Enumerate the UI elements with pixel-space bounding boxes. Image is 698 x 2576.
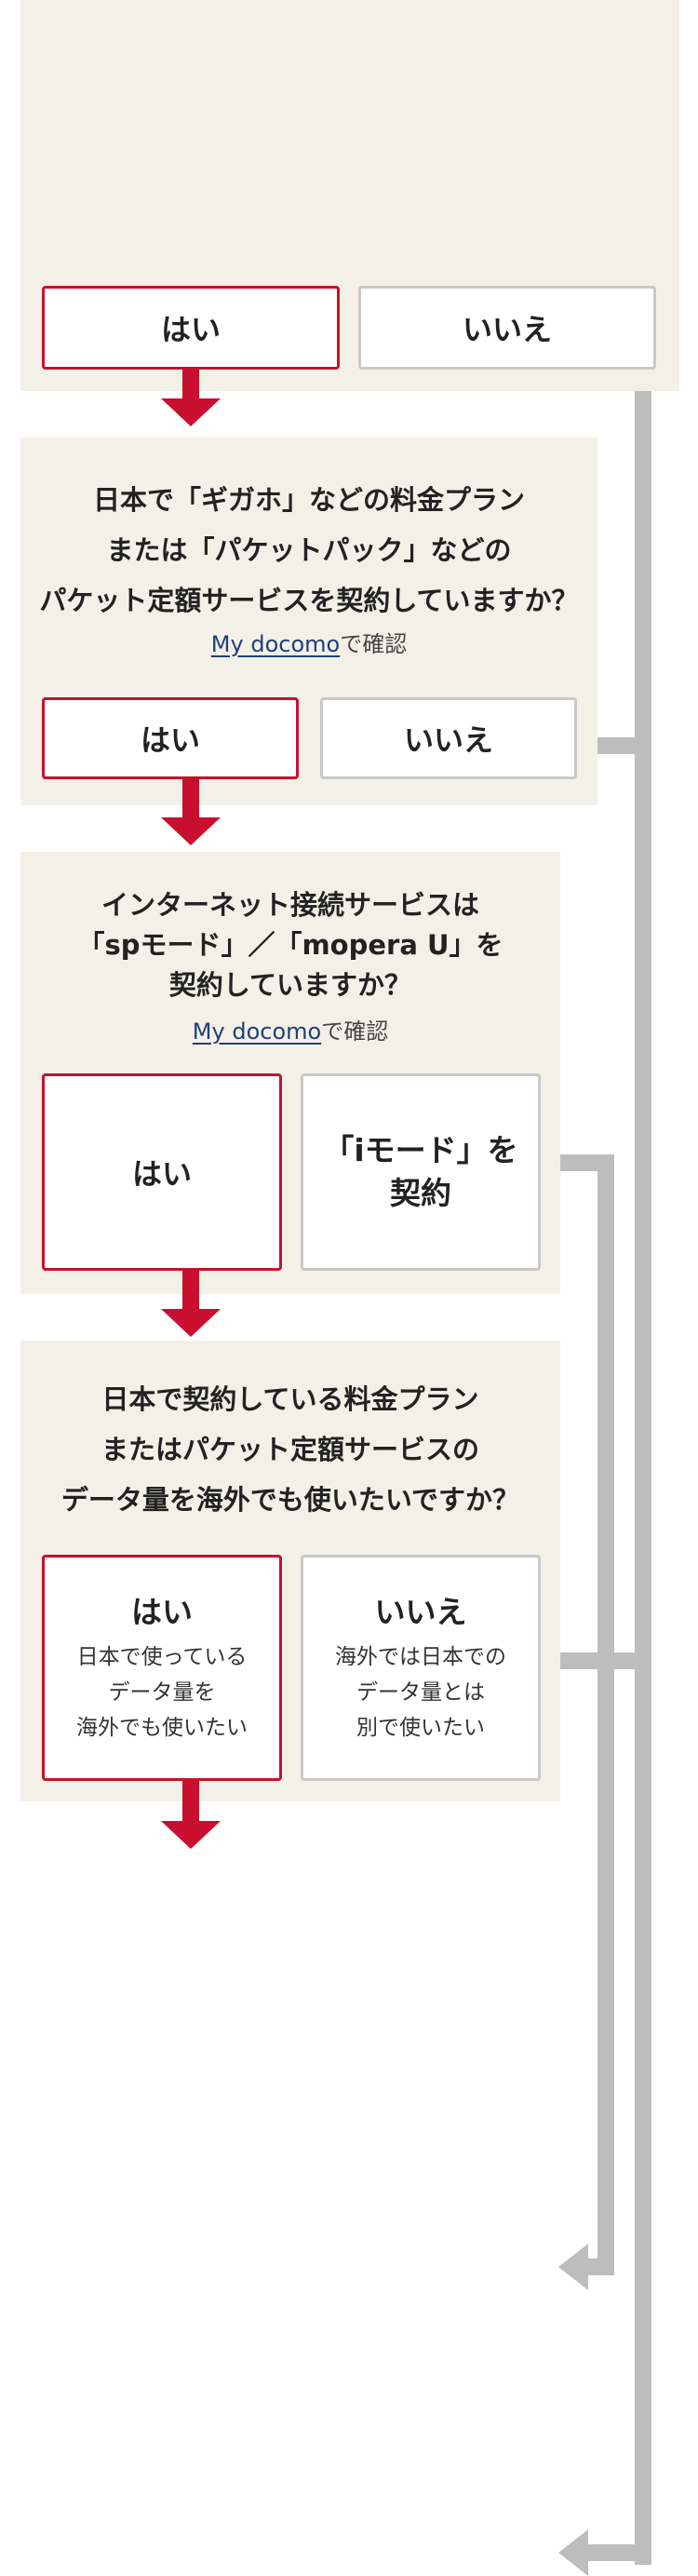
step4-no-label: いいえ — [374, 1593, 467, 1630]
step3-question-line3: 契約していますか？ — [168, 969, 412, 1001]
connector-arrow-a-horizontal — [586, 2259, 614, 2275]
no-desc-line3: 別で使いたい — [356, 1715, 485, 1740]
step4-yes-button[interactable]: はい 日本で使っている データ量を 海外でも使いたい — [42, 1555, 282, 1781]
step3-mydocomo-note: My docomoで確認 — [20, 1016, 560, 1047]
arrow-down-step2 — [182, 779, 199, 818]
step4-yes-desc: 日本で使っている データ量を 海外でも使いたい — [76, 1639, 248, 1746]
step4-question-line3: データ量を海外でも使いたいですか？ — [60, 1484, 520, 1516]
step4-no-button[interactable]: いいえ 海外では日本での データ量とは 別で使いたい — [301, 1555, 541, 1781]
step4-question-line1: 日本で契約している料金プラン — [101, 1383, 479, 1415]
arrow-left-icon — [558, 2244, 588, 2290]
yes-desc-line2: データ量を — [108, 1679, 216, 1705]
connector-imode-vertical — [597, 1154, 614, 2259]
confirm-text: で確認 — [321, 1018, 389, 1045]
connector-arrow-b-horizontal — [586, 2544, 651, 2561]
step4-no-desc: 海外では日本での データ量とは 別で使いたい — [335, 1639, 506, 1746]
step2-yes-button[interactable]: はい — [42, 697, 299, 779]
mydocomo-link[interactable]: My docomo — [192, 1018, 322, 1045]
arrow-down-icon — [161, 398, 221, 426]
imode-label-line1: 「iモード」を — [323, 1132, 518, 1168]
arrow-down-icon — [161, 1821, 221, 1849]
step4-yes-label: はい — [131, 1593, 193, 1630]
connector-main-vertical — [635, 363, 651, 2565]
arrow-down-step1 — [182, 370, 199, 399]
arrow-left-icon — [558, 2529, 588, 2576]
step2-mydocomo-note: My docomoで確認 — [20, 628, 597, 660]
arrow-down-step3 — [182, 1271, 199, 1310]
arrow-down-icon — [161, 1309, 221, 1337]
no-desc-line2: データ量とは — [356, 1679, 485, 1705]
step4-question-line2: またはパケット定額サービスの — [101, 1434, 479, 1465]
yes-desc-line3: 海外でも使いたい — [76, 1715, 248, 1740]
mydocomo-link[interactable]: My docomo — [210, 631, 341, 657]
step3-question-line2: 「spモード」／「mopera U」を — [77, 929, 503, 961]
confirm-text: で確認 — [340, 631, 408, 657]
step3-question-line1: インターネット接続サービスは — [101, 889, 479, 921]
step2-question-line2: または「パケットパック」などの — [106, 534, 512, 566]
step3-imode-button[interactable]: 「iモード」を 契約 — [301, 1073, 541, 1271]
step2-no-button[interactable]: いいえ — [320, 697, 577, 779]
imode-label-line2: 契約 — [390, 1175, 451, 1211]
no-desc-line1: 海外では日本での — [335, 1644, 506, 1669]
step3-yes-button[interactable]: はい — [42, 1073, 282, 1271]
step2-question-line1: 日本で「ギガホ」などの料金プラン — [92, 484, 525, 516]
step2-question-line3: パケット定額サービスを契約していますか？ — [39, 585, 579, 616]
arrow-down-icon — [161, 817, 221, 845]
yes-desc-line1: 日本で使っている — [76, 1644, 248, 1669]
arrow-down-step4 — [182, 1781, 199, 1822]
step1-yes-button[interactable]: はい — [42, 286, 340, 370]
connector-step4-no — [538, 1652, 635, 1669]
step1-no-button[interactable]: いいえ — [358, 286, 656, 370]
